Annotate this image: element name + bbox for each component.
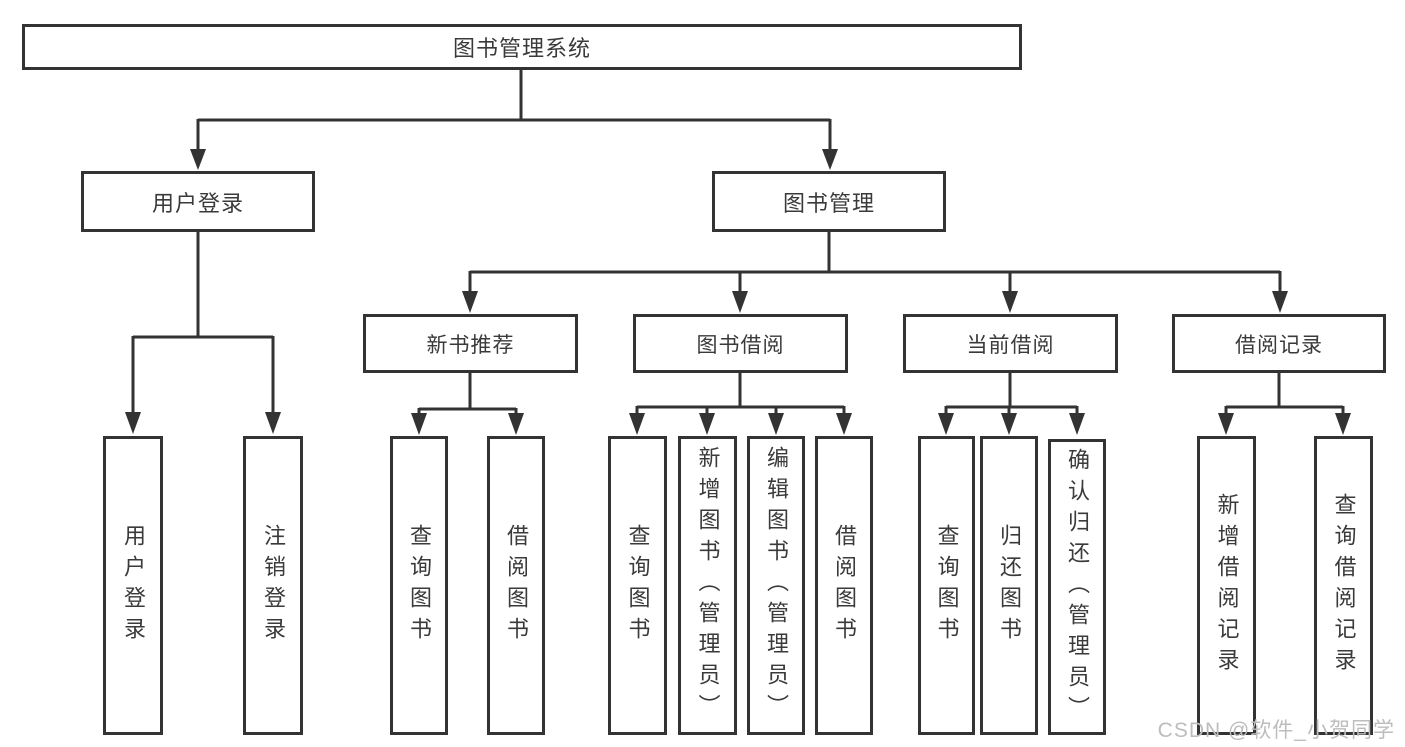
leaf-confirm-return-admin: 确认归还（管理员）: [1048, 439, 1106, 735]
leaf-query-books-recommend: 查询图书: [390, 436, 448, 735]
leaf-borrow-books: 借阅图书: [815, 436, 873, 735]
node-library-management-system: 图书管理系统: [22, 24, 1022, 70]
node-current-borrowing: 当前借阅: [903, 314, 1118, 373]
node-book-borrowing: 图书借阅: [633, 314, 848, 373]
leaf-user-login: 用户登录: [103, 436, 163, 735]
csdn-watermark: CSDN @软件_小贺同学: [1157, 719, 1395, 742]
leaf-logout: 注销登录: [243, 436, 303, 735]
leaf-return-books: 归还图书: [980, 436, 1038, 735]
node-book-management-branch: 图书管理: [712, 171, 946, 232]
leaf-query-borrow-record: 查询借阅记录: [1314, 436, 1373, 735]
leaf-add-borrow-record: 新增借阅记录: [1197, 436, 1256, 735]
leaf-query-books-borrow: 查询图书: [608, 436, 667, 735]
node-user-login-branch: 用户登录: [81, 171, 315, 232]
node-new-book-recommendation: 新书推荐: [363, 314, 578, 373]
leaf-add-books-admin: 新增图书（管理员）: [678, 436, 737, 735]
arrowheads: [125, 149, 1351, 435]
node-borrowing-records: 借阅记录: [1172, 314, 1386, 373]
leaf-borrow-books-recommend: 借阅图书: [487, 436, 545, 735]
leaf-query-books-current: 查询图书: [918, 436, 975, 735]
leaf-edit-books-admin: 编辑图书（管理员）: [747, 436, 805, 735]
